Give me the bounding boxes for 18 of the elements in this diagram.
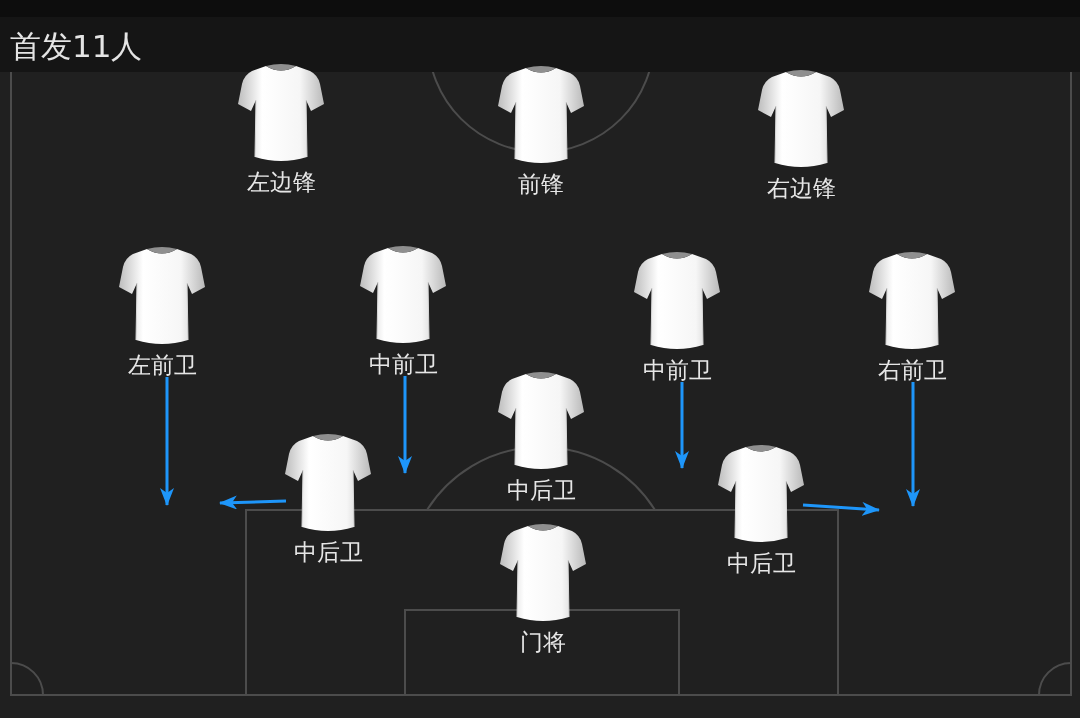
arrow bbox=[906, 382, 920, 507]
position-label: 中后卫 bbox=[293, 539, 363, 565]
arrow bbox=[675, 382, 689, 469]
position-label: 中后卫 bbox=[506, 477, 576, 503]
arrow bbox=[160, 377, 174, 506]
position-label: 中前卫 bbox=[642, 357, 712, 383]
arrow bbox=[219, 495, 287, 510]
position-label: 左边锋 bbox=[246, 169, 316, 195]
position-label: 前锋 bbox=[518, 171, 564, 197]
title: 首发11人 bbox=[10, 28, 143, 64]
position-label: 中前卫 bbox=[368, 351, 438, 377]
position-label: 左前卫 bbox=[127, 352, 197, 378]
arrow bbox=[802, 501, 880, 516]
position-label: 右边锋 bbox=[766, 175, 836, 201]
position-label: 中后卫 bbox=[726, 550, 796, 576]
position-label: 右前卫 bbox=[877, 357, 947, 383]
arrow bbox=[398, 376, 412, 474]
position-label: 门将 bbox=[520, 629, 566, 655]
